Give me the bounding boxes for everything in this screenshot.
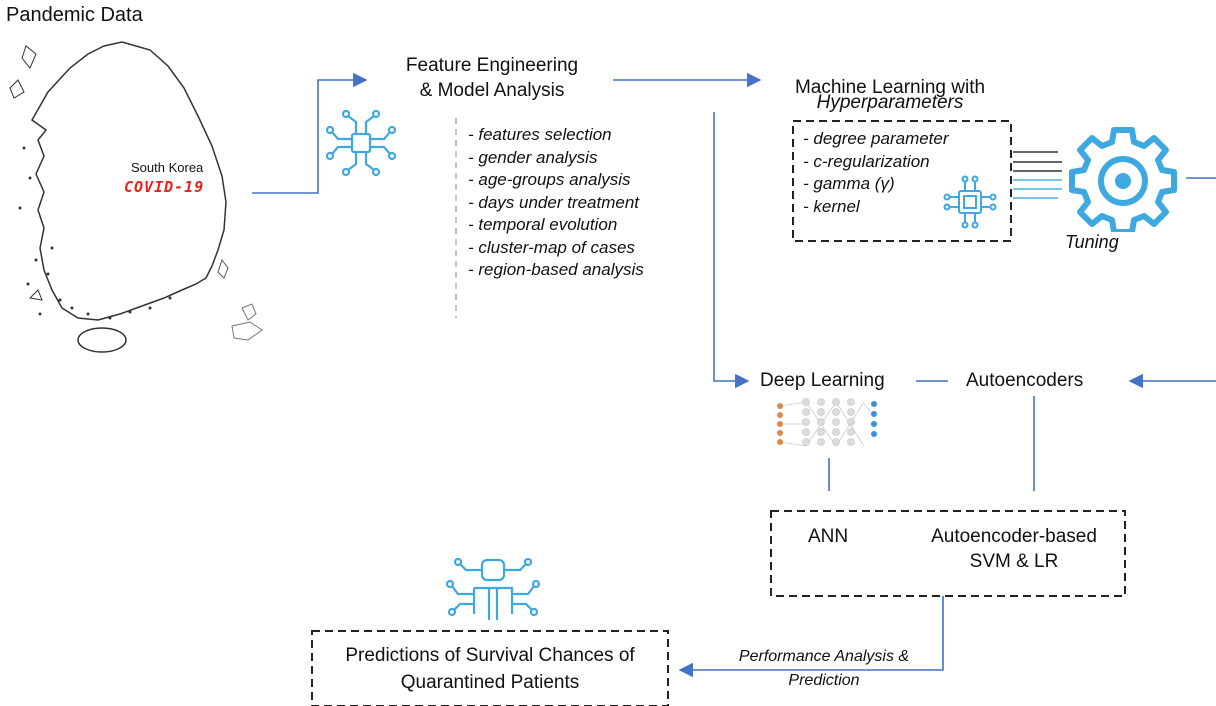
processor-chip-icon — [943, 175, 997, 229]
svm-lr-label: SVM & LR — [969, 551, 1059, 572]
ml-heading-line1: Machine Learning with — [794, 77, 986, 98]
ml-heading-line2: Hyperparameters — [816, 92, 964, 113]
prediction-box — [311, 630, 669, 706]
feature-item: - days under treatment — [468, 192, 640, 212]
autoencoders-label: Autoencoders — [966, 370, 1084, 391]
pandemic-data-title: Pandemic Data — [6, 4, 143, 26]
map-country-label: South Korea — [131, 160, 204, 175]
neural-network-icon — [777, 398, 877, 447]
ann-label: ANN — [808, 526, 849, 547]
hyperparameter-item: - kernel — [803, 196, 860, 216]
performance-label-line1: Performance Analysis & — [738, 648, 910, 665]
prediction-line2: Quarantined Patients — [400, 672, 580, 693]
autoencoder-based-label: Autoencoder-based — [931, 526, 1097, 547]
arrow-map-to-feature — [252, 72, 368, 194]
hyperparameters-box — [792, 120, 1012, 242]
deep-learning-label: Deep Learning — [760, 370, 885, 391]
feature-engineering-heading-line1: Feature Engineering — [405, 55, 579, 76]
feature-engineering-heading-line2: & Model Analysis — [419, 80, 565, 101]
circuit-chip-icon — [326, 109, 396, 177]
ai-person-icon — [445, 558, 541, 620]
hyperparameter-list: - degree parameter - c-regularization - … — [803, 128, 949, 218]
prediction-line1: Predictions of Survival Chances of — [345, 645, 635, 666]
hyperparameter-item: - gamma (γ) — [803, 174, 895, 193]
feature-list: - features selection - gender analysis -… — [468, 124, 644, 282]
arrow-models-to-prediction — [678, 596, 944, 678]
feature-item: - age-groups analysis — [468, 170, 631, 189]
gear-icon — [1069, 127, 1177, 232]
covid-label: COVID-19 — [124, 178, 205, 196]
feature-item: - cluster-map of cases — [468, 237, 635, 257]
feature-item: - gender analysis — [468, 147, 598, 167]
feature-item: - temporal evolution — [468, 215, 618, 234]
arrow-feature-to-deep-learning — [713, 112, 750, 389]
feature-item: - region-based analysis — [468, 260, 644, 279]
south-korea-map — [9, 41, 263, 353]
hyperparameter-item: - c-regularization — [803, 151, 930, 171]
feature-item: - features selection — [468, 125, 612, 144]
models-box — [770, 510, 1126, 597]
hyperparameter-item: - degree parameter — [803, 129, 949, 148]
tuning-label: Tuning — [1065, 232, 1119, 252]
performance-label-line2: Prediction — [788, 672, 860, 689]
